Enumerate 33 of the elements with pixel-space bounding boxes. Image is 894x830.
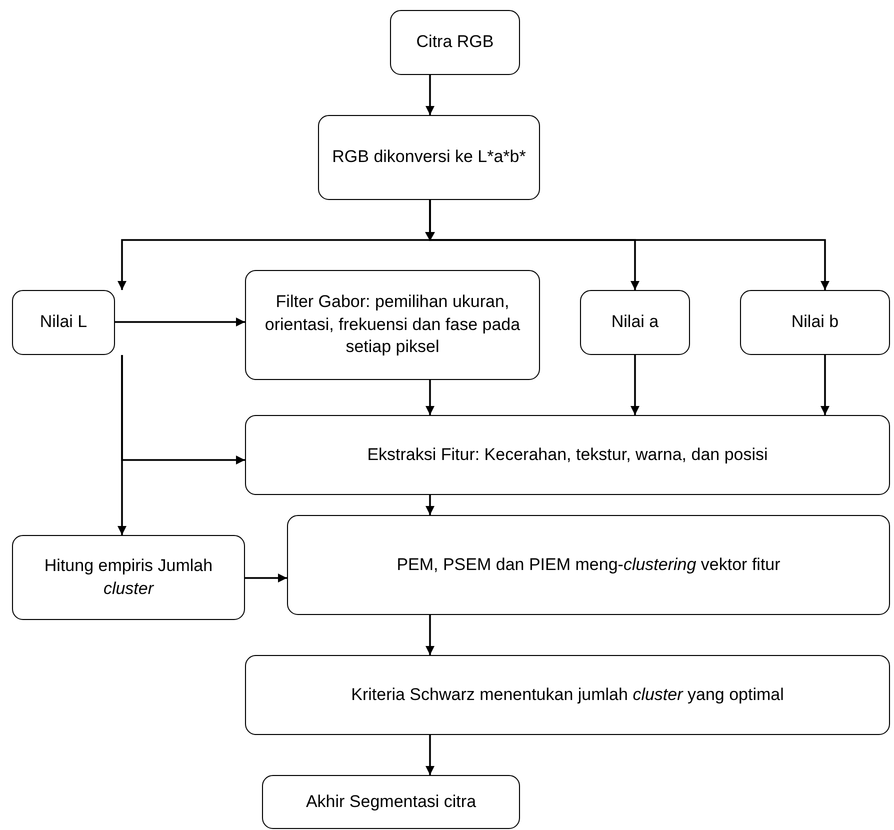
- arrow: [820, 355, 830, 415]
- process-box: [740, 290, 890, 355]
- process-box: [245, 415, 890, 495]
- arrow: [245, 574, 287, 582]
- arrow: [426, 75, 434, 115]
- box-label: Citra RGB: [416, 31, 494, 54]
- arrow: [115, 318, 245, 326]
- box-label: Nilai a: [611, 311, 659, 334]
- arrow: [426, 380, 434, 415]
- arrow: [426, 735, 434, 775]
- box-label: PEM, PSEM dan PIEM meng-clustering vektor fitur: [396, 554, 780, 576]
- box-label: Akhir Segmentasi citra: [306, 790, 476, 813]
- arrow: [426, 495, 434, 515]
- box-label: Nilai b: [791, 311, 839, 334]
- arrow: [426, 615, 434, 655]
- process-box: [245, 655, 890, 735]
- box-label: Kriteria Schwarz menentukan jumlah cluster yang optimal: [351, 684, 784, 706]
- process-box: [262, 775, 520, 829]
- process-box: [580, 290, 690, 355]
- arrow: [630, 355, 640, 415]
- arrow: [118, 355, 126, 535]
- process-box: [12, 290, 115, 355]
- process-box: [318, 115, 540, 200]
- box-label: Hitung empiris Jumlah cluster: [43, 554, 214, 600]
- box-label: Nilai L: [40, 311, 88, 334]
- process-box: [245, 270, 540, 380]
- box-label: RGB dikonversi ke L*a*b*: [332, 146, 526, 168]
- process-box: [12, 535, 245, 620]
- box-label: Filter Gabor: pemilihan ukuran, orientasi, frekuensi dan fase pada setiap piksel: [264, 290, 522, 358]
- box-label: Ekstraksi Fitur: Kecerahan, tekstur, warna, dan posisi: [367, 444, 768, 466]
- process-box: [287, 515, 890, 615]
- process-box: [390, 10, 520, 75]
- arrow: [429, 200, 830, 290]
